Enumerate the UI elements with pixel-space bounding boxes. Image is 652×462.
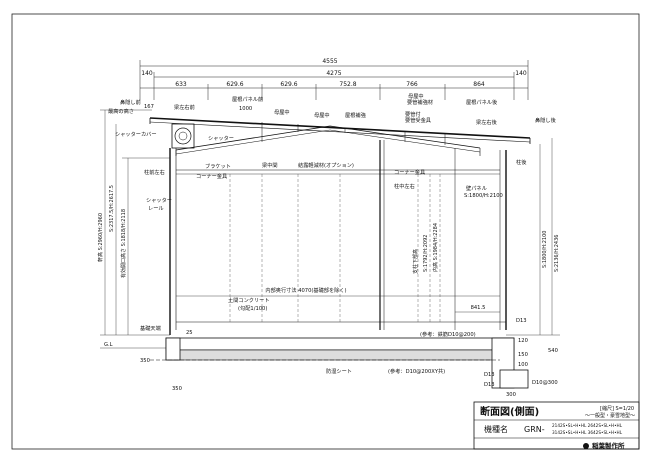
- dim-seg-4: 752.8: [339, 81, 356, 88]
- label-hanakakushi-ushiro: 鼻隠し後: [535, 116, 557, 124]
- v-label-left-overall: 軒高 S:2960/H:2960: [97, 213, 104, 262]
- tb-model-list-2: 3142S•SL•H•HL 3642S•SL•H•HL: [552, 430, 623, 435]
- dim-seg-6: 864: [473, 81, 485, 88]
- tb-model: GRN-: [524, 425, 545, 434]
- label-hari-left-mae: 梁左右前: [174, 103, 195, 111]
- boushitsu-label: 防湿シート: [326, 367, 352, 375]
- concrete-slope: (勾配1/100): [238, 304, 267, 312]
- structure-columns: [169, 140, 507, 335]
- label-kabe-panel: 壁パネル: [466, 184, 487, 192]
- label-shutter-rail-2: レール: [148, 206, 164, 212]
- dim-841: 841.5: [471, 305, 486, 311]
- kiso-tenba-label: 基礎天端: [140, 324, 161, 332]
- tb-scale: [縮尺] S=1/20: [600, 405, 634, 412]
- dim-seg-2: 629.6: [226, 81, 243, 88]
- label-dim-167: 167: [144, 104, 154, 110]
- fd-r150: 150: [518, 352, 528, 358]
- fd-r540: 540: [548, 348, 558, 354]
- fd-left-350h: 350: [140, 358, 150, 364]
- dim-right-offset: 140: [515, 70, 527, 77]
- label-kabe-panel-size: S:1800/H:2100: [464, 193, 503, 199]
- label-hanakakushi-mae: 鼻隠し前: [120, 98, 141, 106]
- label-yoko-tsugi: 要管付: [405, 110, 421, 118]
- label-hashira-left: 柱前左右: [144, 168, 165, 176]
- concrete-label: 土間コンクリート: [228, 296, 270, 304]
- v-label-right-outer: S:2136/H:2436: [554, 235, 560, 272]
- top-dimensions: [139, 60, 529, 100]
- fd-d10: D10@300: [532, 380, 558, 386]
- dim-seg-5: 766: [406, 81, 418, 88]
- label-hari-naka: 梁中間: [262, 161, 278, 169]
- label-moya-kaname: 要管補強材: [407, 98, 433, 106]
- v-label-left-mid: S:2317.5/H:2617.5: [109, 185, 115, 232]
- label-yane-sasae: 屋根補強: [345, 111, 367, 119]
- label-yoko-tsugi2: 要管受金具: [405, 116, 431, 124]
- fd-r300: 300: [506, 392, 516, 398]
- fd-left-350w: 350: [172, 386, 182, 392]
- label-corner-kanagu-right: コーナー金具: [394, 168, 425, 176]
- label-shutter: シャッター: [208, 134, 234, 142]
- label-shutter-cover: シャッターカバー: [115, 130, 157, 138]
- note-bottom: (参考：D10@200XY共): [388, 367, 445, 375]
- fd-r120: 120: [518, 338, 528, 344]
- shutter-box: [171, 123, 195, 149]
- label-corner-kanagu-left: コーナー金具: [196, 172, 227, 180]
- tb-model-list-1: 2142S•SL•H•HL 2642S•SL•H•HL: [552, 423, 623, 428]
- roof-structure: [149, 117, 531, 156]
- v-label-right-inner: S:1800/H:2100: [542, 231, 548, 268]
- dim-seg-1: 633: [175, 81, 187, 88]
- label-hashira-naka: 柱中左右: [394, 182, 415, 190]
- company-logo-icon: [583, 443, 589, 449]
- v-label-naka-height: S:1792/H:2092: [423, 235, 429, 272]
- v-label-left-opening: 有効開口高さ S:1818/H:2118: [120, 209, 127, 278]
- foundation: [150, 337, 529, 389]
- label-moya-naka-2: 母屋中: [314, 111, 330, 119]
- height-reference-lines: [100, 109, 560, 349]
- label-hashira-ushiro: 柱後: [516, 158, 527, 166]
- gl-label: G.L: [104, 342, 113, 348]
- fd-r100: 100: [518, 362, 528, 368]
- dim-left-offset: 140: [141, 70, 153, 77]
- v-label-inner-height: 内高 S:1984/H:2284: [432, 223, 439, 272]
- label-shutter-rail-1: シャッター: [146, 196, 172, 204]
- label-moya-naka-1: 母屋中: [274, 108, 290, 116]
- drawing-border: [11, 13, 640, 450]
- label-hari-left-ushiro: 梁左右後: [476, 118, 498, 126]
- note-top: (参考：鉄筋D10@200): [420, 330, 476, 338]
- tb-model-label: 機種名: [484, 424, 508, 434]
- tb-sub: ～一般型・豪雪地型～: [585, 412, 635, 419]
- max-height-label: 最高の高さ: [108, 107, 134, 115]
- label-option: 結露軽減材(オプション): [298, 161, 354, 169]
- title-block: [473, 401, 640, 450]
- label-moya-naka-3: 母屋中: [408, 92, 424, 100]
- v-label-naka: 支柱下部高: [412, 249, 419, 274]
- dim-seg-3: 629.6: [280, 81, 297, 88]
- tb-company: 稲葉製作所: [592, 441, 625, 450]
- tb-title: 断面図(側面): [480, 405, 539, 418]
- fd-d13-top: D13: [516, 318, 527, 324]
- dim-25: 25: [186, 330, 193, 336]
- inner-dim-label: 内部奥行寸法 4070(基礎部を除く): [265, 286, 346, 294]
- label-dim-1000: 1000: [239, 106, 252, 112]
- label-yanepanel-mae: 屋根パネル前: [232, 95, 263, 103]
- inner-dimension: [176, 295, 500, 313]
- label-bracket: ブラケット: [205, 162, 231, 170]
- fd-d13-b: D13: [484, 382, 495, 388]
- fd-d13-a: D13: [484, 372, 495, 378]
- dim-overall: 4555: [322, 58, 337, 65]
- dim-subtotal: 4275: [326, 70, 341, 77]
- label-yanepanel-ushiro: 屋根パネル後: [466, 98, 498, 106]
